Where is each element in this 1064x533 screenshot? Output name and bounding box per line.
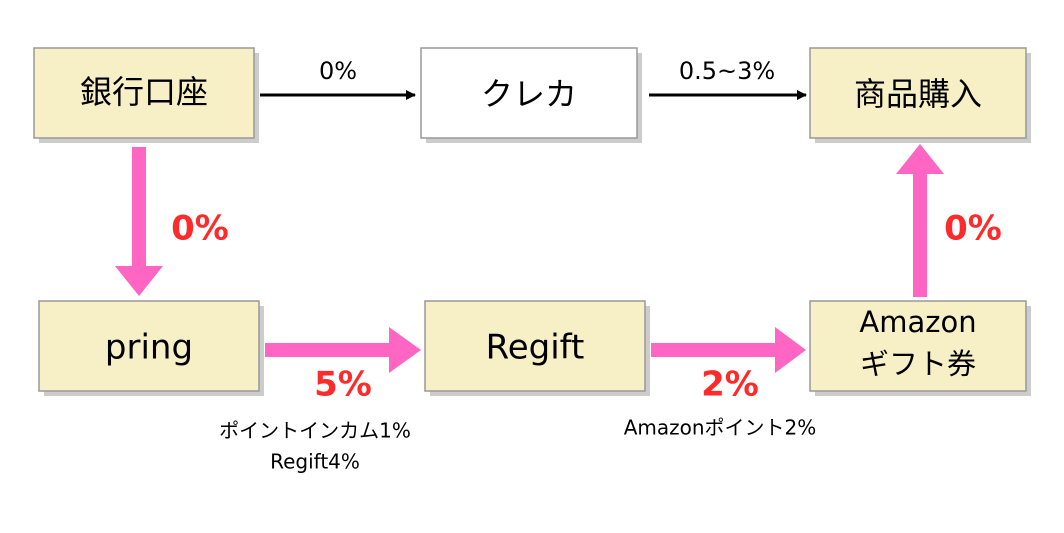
node-purchase-label: 商品購入 [854, 75, 982, 113]
edge-regift-to-amazon: 2% Amazonポイント2% [624, 327, 817, 440]
node-credit-card: クレカ [420, 47, 642, 143]
edge-bank-to-card: 0% [260, 57, 416, 100]
edge-card-to-purchase: 0.5~3% [649, 57, 807, 100]
node-amazon-gift-card-label-line1: Amazon [859, 305, 976, 339]
node-pring-label: pring [105, 328, 193, 368]
edge-amazon-to-purchase-rate: 0% [944, 209, 1002, 249]
edge-regift-to-amazon-rate: 2% [701, 365, 759, 405]
edge-bank-to-pring-rate: 0% [171, 209, 229, 249]
edge-bank-to-pring: 0% [115, 147, 229, 296]
node-purchase: 商品購入 [809, 47, 1031, 143]
node-regift-label: Regift [486, 328, 585, 368]
node-pring: pring [38, 300, 264, 396]
node-bank-account: 銀行口座 [33, 47, 259, 143]
node-regift: Regift [424, 300, 650, 396]
node-bank-account-label: 銀行口座 [80, 73, 208, 111]
node-amazon-gift-card: Amazon ギフト券 [809, 300, 1031, 396]
edge-pring-to-regift-note-2: Regift4% [270, 450, 360, 474]
edge-pring-to-regift: 5% ポイントインカム1% Regift4% [219, 327, 421, 474]
edge-amazon-to-purchase: 0% [896, 144, 1002, 297]
edge-regift-to-amazon-note-1: Amazonポイント2% [624, 416, 817, 440]
edge-pring-to-regift-note-1: ポイントインカム1% [219, 419, 411, 443]
node-amazon-gift-card-label-line2: ギフト券 [860, 347, 976, 381]
edge-pring-to-regift-rate: 5% [314, 365, 372, 405]
node-credit-card-label: クレカ [481, 75, 577, 113]
edge-bank-to-card-rate: 0% [319, 57, 357, 85]
edge-card-to-purchase-rate: 0.5~3% [679, 57, 775, 85]
